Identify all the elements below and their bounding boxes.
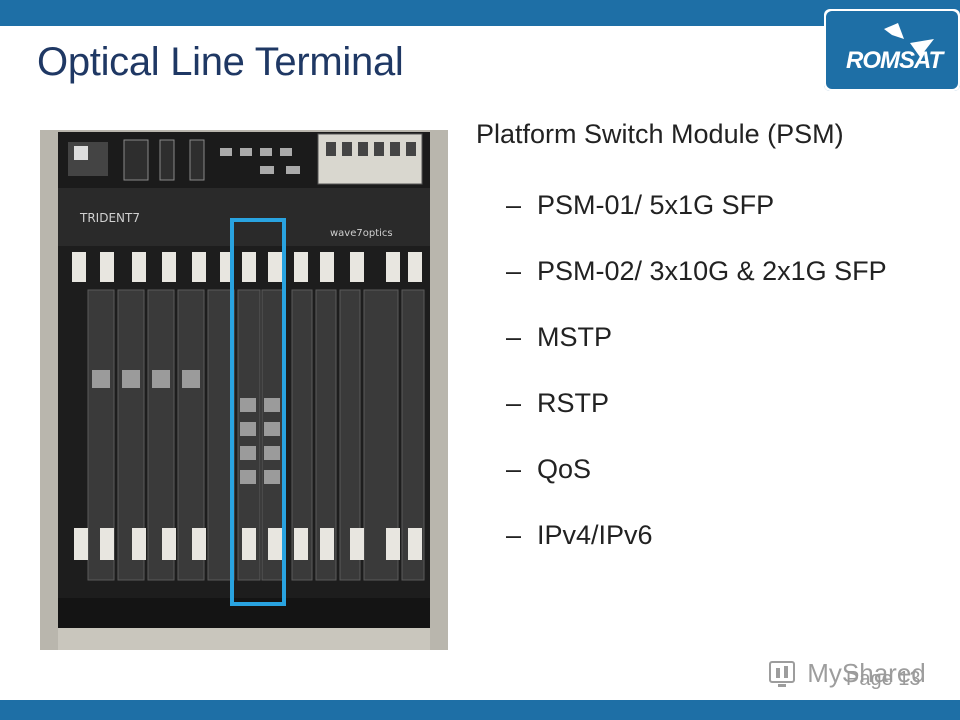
romsat-logo-icon: [826, 11, 958, 89]
rack-chassis-photo: TRIDENT7 wave7optics: [40, 130, 448, 650]
rack-brand-right: wave7optics: [330, 228, 393, 239]
bullet-item: –MSTP: [476, 309, 946, 365]
bullet-item: –RSTP: [476, 375, 946, 431]
bullet-item: –PSM-01/ 5x1G SFP: [476, 177, 946, 233]
bullet-marker: –: [506, 190, 522, 220]
bullet-marker: –: [506, 454, 522, 484]
bullet-item: –PSM-02/ 3x10G & 2x1G SFP: [476, 243, 946, 299]
bullet-marker: –: [506, 322, 522, 352]
page-number: Page 13: [846, 668, 921, 690]
romsat-logo: ROMSAT: [824, 9, 960, 91]
myshared-watermark: MyShared: [768, 658, 926, 690]
bullet-marker: –: [506, 520, 522, 550]
bullet-list: –PSM-01/ 5x1G SFP –PSM-02/ 3x10G & 2x1G …: [476, 177, 946, 563]
rack-brand-left: TRIDENT7: [79, 211, 140, 225]
footer-band: [0, 700, 960, 720]
highlight-box: [230, 218, 286, 606]
logo-text: ROMSAT: [846, 47, 943, 74]
bullet-item: –IPv4/IPv6: [476, 507, 946, 563]
myshared-watermark-icon: [769, 661, 795, 688]
bullet-marker: –: [506, 388, 522, 418]
lead-text: Platform Switch Module (PSM): [476, 119, 844, 149]
bullet-item: –QoS: [476, 441, 946, 497]
watermark-text: MyShared: [807, 658, 926, 688]
slide-title: Optical Line Terminal: [37, 40, 404, 84]
header-band: [0, 0, 960, 26]
bullet-marker: –: [506, 256, 522, 286]
slide-content: Platform Switch Module (PSM) –PSM-01/ 5x…: [476, 113, 946, 573]
